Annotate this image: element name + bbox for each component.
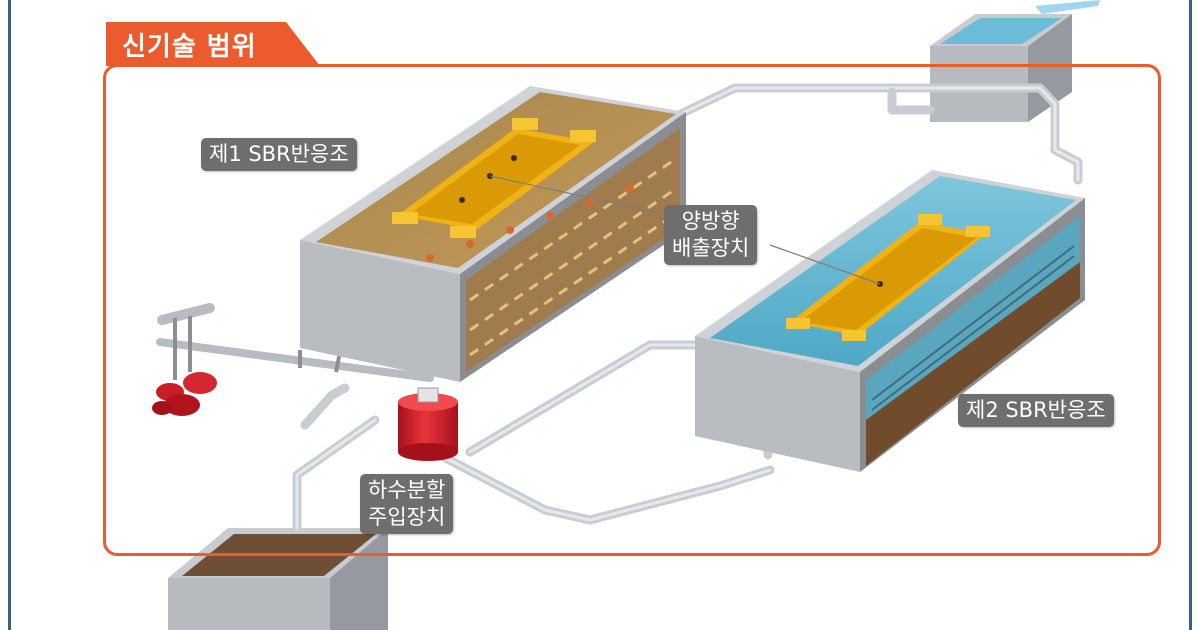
distributor-label-line-1: 하수분할 [368,478,446,502]
distributor-label-line-2: 주입장치 [368,505,446,529]
decanter-reactor-1 [392,118,596,238]
reactor-2-label-text: 제2 SBR반응조 [966,398,1106,422]
scope-tab-shape [106,22,320,66]
decanter-label-line-2: 배출장치 [672,236,750,260]
decanter-label-line-1: 양방향 [681,209,740,233]
frame-right-border [1189,0,1192,630]
reactor-1-label: 제1 SBR반응조 [201,138,357,171]
reactor-1-label-text: 제1 SBR반응조 [209,142,349,166]
scope-tab-title: 신기술 범위 [122,32,257,62]
frame-left-border [8,0,11,630]
split-influent-distributor [398,387,458,461]
distributor-label: 하수분할 주입장치 [360,474,454,534]
technology-scope-box [103,64,1161,556]
decanter-reactor-2 [786,214,990,341]
decanter-label: 양방향 배출장치 [664,205,758,265]
air-blower-assembly [152,303,434,416]
reactor-2-label: 제2 SBR반응조 [958,394,1114,427]
decanter-leader-lines [489,175,881,285]
piping-network [292,83,1083,533]
